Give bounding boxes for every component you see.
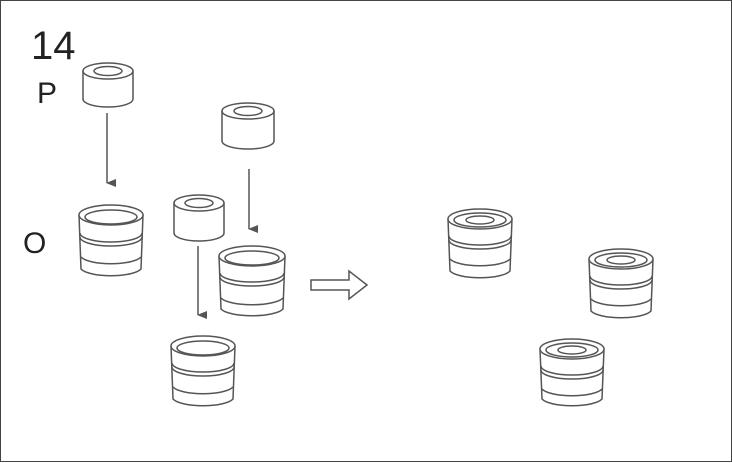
outer-part-o-left xyxy=(78,204,144,277)
hollow-right-arrow-icon xyxy=(310,269,369,301)
label-o: O xyxy=(23,227,46,260)
inner-part-p-top xyxy=(82,62,134,108)
outer-part-bottom xyxy=(170,335,236,407)
assembled-part-1 xyxy=(447,208,513,279)
inner-part-left xyxy=(173,194,225,242)
outer-part-middle xyxy=(218,245,286,317)
label-p: P xyxy=(37,77,57,110)
assembled-part-2 xyxy=(588,248,654,319)
step-number: 14 xyxy=(31,24,76,68)
inner-part-right xyxy=(221,102,275,150)
assembled-part-3 xyxy=(539,338,605,407)
